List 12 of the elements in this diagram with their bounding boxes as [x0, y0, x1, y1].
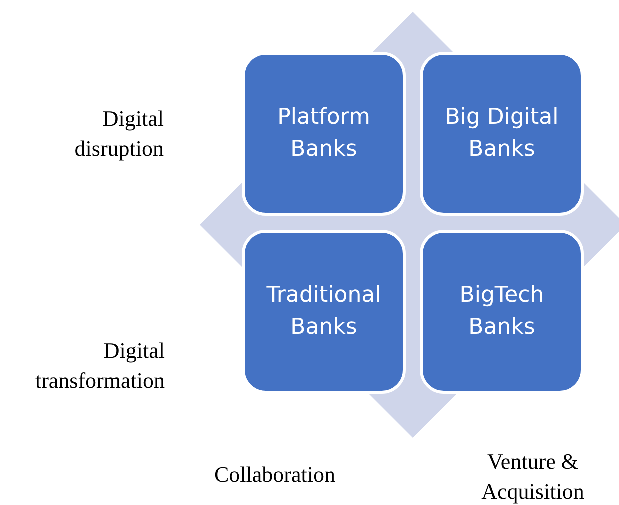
quadrant-box — [420, 230, 584, 394]
quadrant-label: Platform Banks — [276, 104, 372, 164]
column-label: Collaboration — [214, 461, 336, 489]
quadrant-label: BigTech Banks — [458, 282, 546, 342]
column-label: Venture & Acquisition — [480, 448, 586, 505]
quadrant-box — [242, 52, 406, 216]
quadrant-label: Traditional Banks — [266, 282, 382, 342]
row-label: Digital disruption — [74, 105, 164, 163]
quadrant-box — [242, 230, 406, 394]
quadrant-label: Big Digital Banks — [444, 104, 560, 164]
quadrant-box — [420, 52, 584, 216]
row-label: Digital transformation — [34, 337, 165, 395]
